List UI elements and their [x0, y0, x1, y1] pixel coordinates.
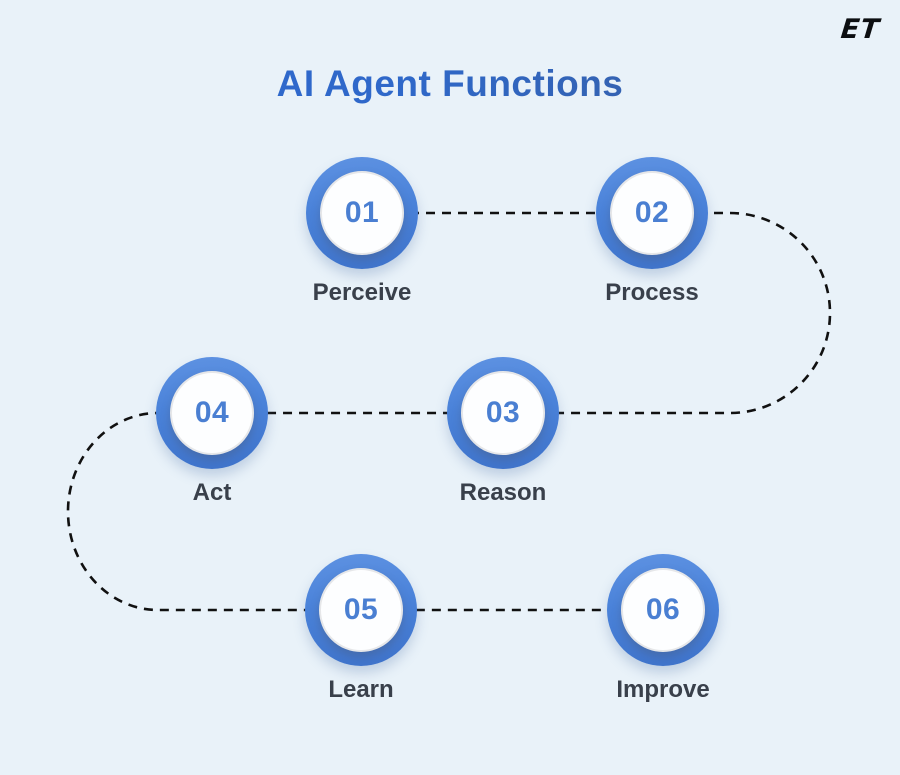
step-04: 04 Act [122, 357, 302, 507]
step-06: 06 Improve [573, 554, 753, 704]
step-number-05: 05 [343, 593, 379, 626]
step-number-badge-06: 06 [621, 568, 705, 652]
step-number-02: 02 [634, 196, 670, 229]
step-label-reason: Reason [459, 479, 547, 506]
step-03: 03 Reason [413, 357, 593, 507]
step-circle-05: 05 [305, 554, 417, 666]
step-label-perceive: Perceive [312, 279, 412, 306]
step-circle-03: 03 [447, 357, 559, 469]
step-label-process: Process [605, 279, 699, 306]
step-02: 02 Process [562, 157, 742, 307]
step-number-06: 06 [645, 593, 681, 626]
step-01: 01 Perceive [272, 157, 452, 307]
step-number-badge-02: 02 [610, 171, 694, 255]
step-circle-01: 01 [306, 157, 418, 269]
step-number-badge-05: 05 [319, 568, 403, 652]
step-number-badge-01: 01 [320, 171, 404, 255]
page-title: AI Agent Functions [0, 63, 900, 105]
step-label-learn: Learn [328, 676, 394, 703]
step-circle-02: 02 [596, 157, 708, 269]
step-number-badge-04: 04 [170, 371, 254, 455]
step-label-improve: Improve [616, 676, 710, 703]
step-circle-04: 04 [156, 357, 268, 469]
step-label-act: Act [192, 479, 232, 506]
step-number-03: 03 [485, 396, 521, 429]
step-number-01: 01 [344, 196, 380, 229]
step-05: 05 Learn [271, 554, 451, 704]
step-number-04: 04 [194, 396, 230, 429]
step-circle-06: 06 [607, 554, 719, 666]
step-number-badge-03: 03 [461, 371, 545, 455]
